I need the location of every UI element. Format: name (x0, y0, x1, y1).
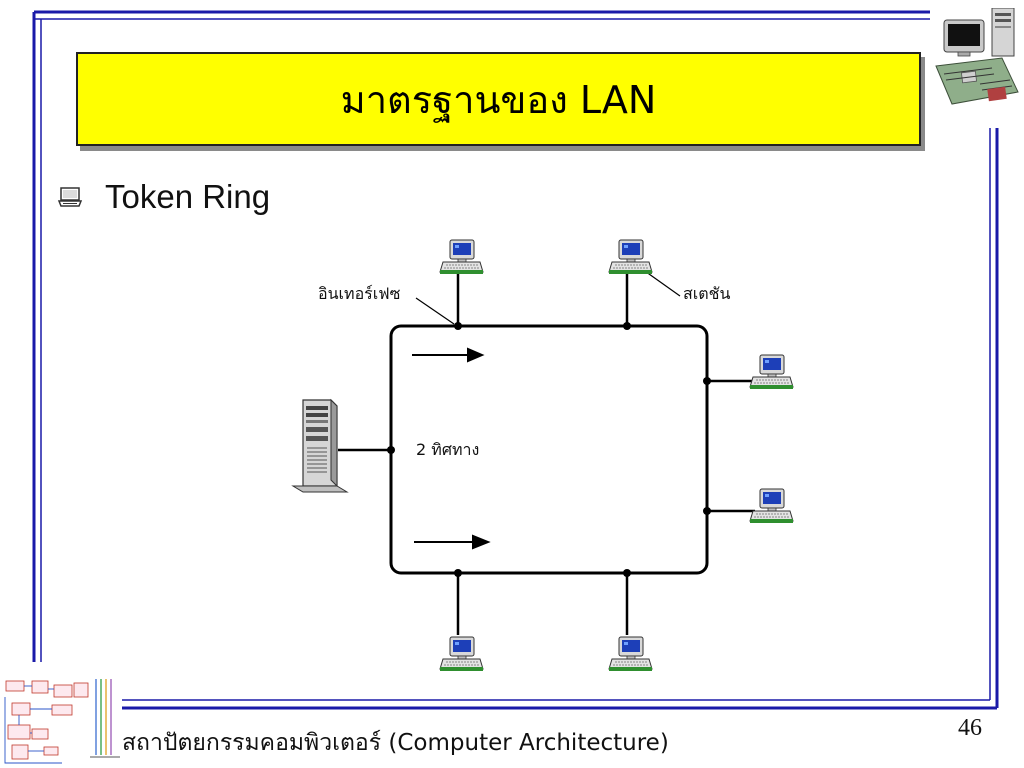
interface-point (623, 569, 631, 577)
interface-point (703, 507, 711, 515)
interface-point (623, 322, 631, 330)
footer-course-title: สถาปัตยกรรมคอมพิวเตอร์ (Computer Archite… (122, 730, 669, 756)
bullet-text: Token Ring (105, 178, 271, 215)
direction-label: 2 ทิศทาง (416, 440, 479, 459)
architecture-diagram-icon (2, 675, 122, 767)
interface-point (703, 377, 711, 385)
desktop-computer-icon (749, 354, 794, 390)
interface-point (387, 446, 395, 454)
desktop-computer-icon (439, 239, 484, 275)
desktop-computer-icon (608, 636, 653, 672)
computer-motherboard-icon (935, 8, 1019, 105)
page-number: 46 (958, 715, 982, 741)
station-label: สเตชัน (683, 284, 730, 303)
slide-title: มาตรฐานของ LAN (340, 77, 657, 122)
tower-server-icon (291, 398, 349, 493)
desktop-computer-icon (749, 488, 794, 524)
title-box: มาตรฐานของ LAN (76, 52, 921, 146)
desktop-computer-icon (439, 636, 484, 672)
interface-label: อินเทอร์เฟซ (318, 284, 401, 303)
desktop-computer-icon (608, 239, 653, 275)
bullet-item: Token Ring (57, 178, 270, 216)
laptop-icon (57, 187, 83, 207)
interface-point (454, 322, 462, 330)
interface-point (454, 569, 462, 577)
